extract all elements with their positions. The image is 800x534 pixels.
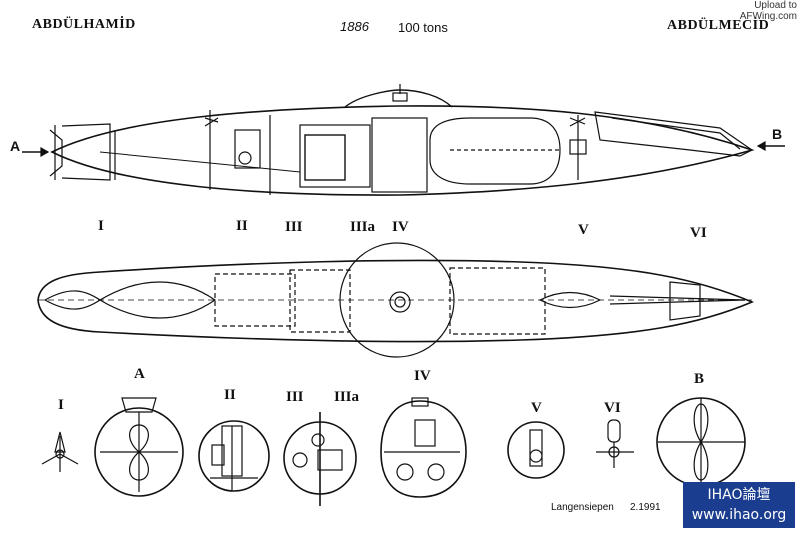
side-profile (49, 84, 755, 196)
section-v-drawing (507, 421, 565, 479)
upload-note: Upload to AFWing.com (735, 0, 797, 22)
section-label-ii: II (224, 387, 236, 403)
arrow-a-label: A (10, 138, 21, 154)
section-label-ii-top: II (236, 218, 248, 234)
submarine-name-right: ABDÜLMECİD (667, 18, 770, 33)
section-label-i-top: I (98, 218, 104, 234)
watermark-line-1: IHAO論壇 (707, 487, 771, 503)
section-label-iii: III (286, 389, 304, 405)
section-label-v: V (531, 400, 542, 416)
section-ii-drawing (198, 420, 270, 492)
arrow-b-label: B (772, 126, 783, 142)
section-label-i: I (58, 397, 64, 413)
section-label-v-top: V (578, 222, 589, 238)
tonnage-label: 100 tons (398, 20, 448, 35)
upload-line-1: Upload to (754, 0, 797, 11)
section-label-iv-top: IV (392, 219, 409, 235)
section-label-vi-top: VI (690, 225, 707, 241)
year-label: 1886 (340, 19, 369, 34)
section-label-iv: IV (414, 368, 431, 384)
section-label-vi: VI (604, 400, 621, 416)
credit-date: 2.1991 (630, 502, 661, 513)
section-a-drawing (94, 397, 184, 497)
watermark-line-2: www.ihao.org (691, 507, 787, 523)
section-label-iiia: IIIa (334, 389, 360, 405)
section-iv-drawing (380, 397, 467, 498)
watermark-badge: IHAO論壇 www.ihao.org (683, 482, 795, 528)
section-label-iiia-top: IIIa (350, 219, 376, 235)
section-b-drawing (656, 397, 746, 487)
plan-view (37, 242, 755, 358)
section-label-a: A (134, 366, 145, 382)
section-iii-drawing (283, 412, 357, 506)
upload-line-2: AFWing.com (739, 11, 797, 22)
submarine-name-left: ABDÜLHAMİD (32, 17, 136, 32)
credit-author: Langensiepen (551, 502, 614, 513)
section-label-b: B (694, 371, 705, 387)
section-i-drawing (41, 431, 79, 472)
section-label-iii-top: III (285, 219, 303, 235)
section-vi-drawing (596, 419, 634, 468)
